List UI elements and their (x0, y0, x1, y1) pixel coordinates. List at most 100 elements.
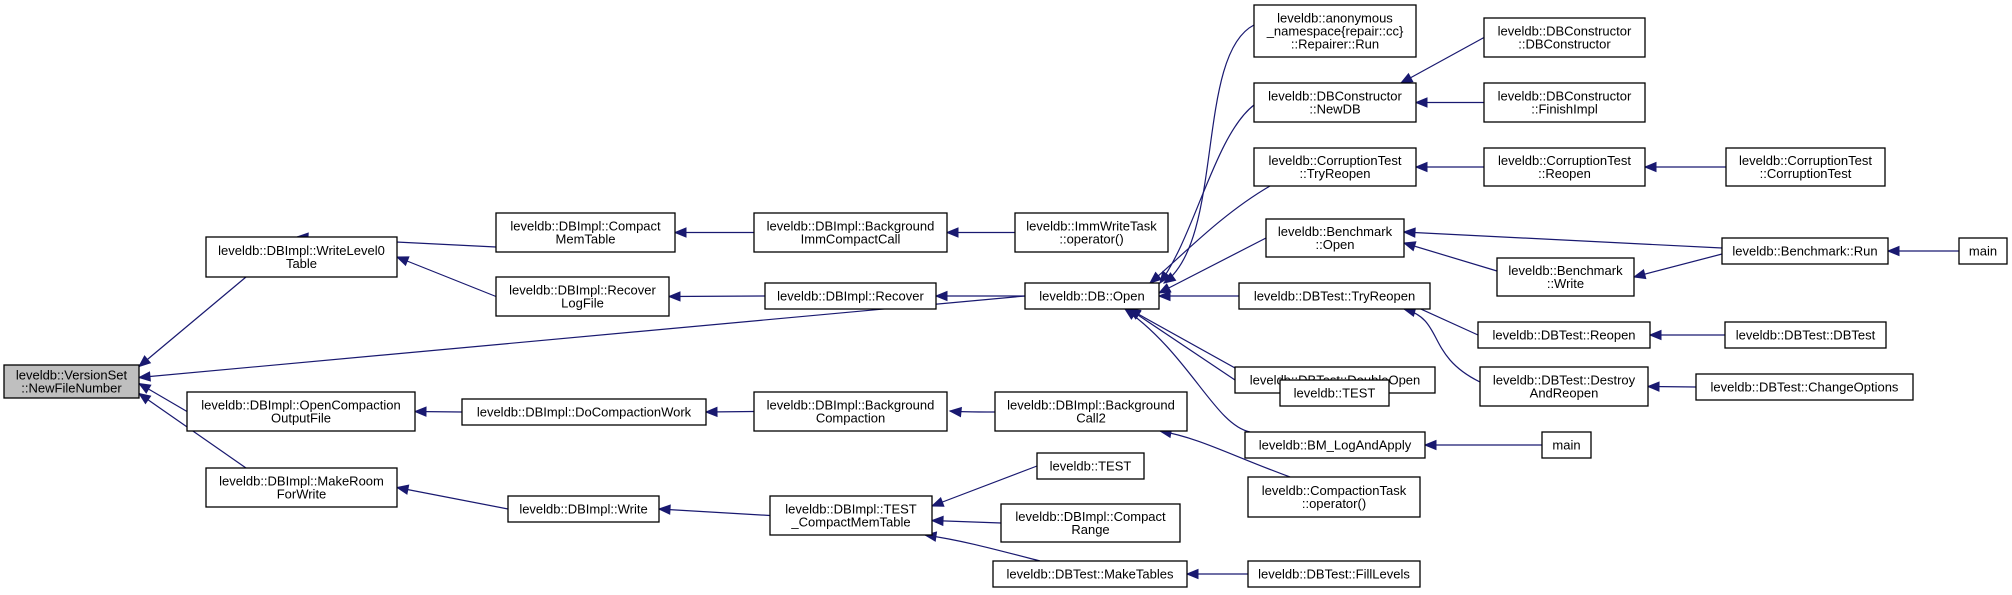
node-box[interactable] (461, 398, 707, 426)
node-box[interactable] (994, 391, 1188, 432)
node-box[interactable] (1036, 452, 1145, 480)
node-box[interactable] (1000, 503, 1181, 543)
graph-node[interactable]: main (1541, 431, 1592, 459)
edge-arrowhead (137, 382, 152, 394)
graph-node[interactable]: leveldb::CompactionTask::operator() (1247, 476, 1421, 518)
node-box[interactable] (1244, 431, 1426, 459)
graph-node[interactable]: leveldb::CorruptionTest::Reopen (1483, 147, 1646, 187)
node-box[interactable] (495, 212, 676, 253)
graph-node[interactable]: leveldb::Benchmark::Write (1496, 257, 1635, 297)
graph-node[interactable]: leveldb::TEST (1036, 452, 1145, 480)
edge-arrowhead (1402, 227, 1416, 238)
node-box[interactable] (1483, 147, 1646, 187)
node-box[interactable] (1483, 17, 1646, 58)
node-box[interactable] (205, 467, 398, 508)
graph-node[interactable]: leveldb::DBImpl::DoCompactionWork (461, 398, 707, 426)
graph-node[interactable]: leveldb::ImmWriteTask::operator() (1014, 212, 1169, 253)
graph-node[interactable]: leveldb::DBTest::TryReopen (1238, 282, 1431, 310)
node-box[interactable] (507, 495, 660, 523)
node-box[interactable] (1541, 431, 1592, 459)
node-root[interactable]: leveldb::VersionSet::NewFileNumber (3, 364, 140, 399)
edge-arrowhead (704, 406, 718, 418)
node-box[interactable] (1253, 82, 1417, 123)
edge-arrowhead (413, 406, 427, 417)
node-box[interactable] (205, 236, 398, 278)
graph-node[interactable]: leveldb::DBImpl::Recover (764, 282, 937, 310)
node-box[interactable] (1253, 147, 1417, 187)
edge-arrowhead (1646, 381, 1660, 392)
node-label: ::Open (1315, 237, 1354, 252)
graph-node[interactable]: leveldb::DBConstructor::DBConstructor (1483, 17, 1646, 58)
node-box[interactable] (1247, 560, 1421, 588)
graph-node[interactable]: leveldb::CorruptionTest::TryReopen (1253, 147, 1417, 187)
node-box[interactable] (764, 282, 937, 310)
graph-node[interactable]: leveldb::anonymous_namespace{repair::cc}… (1253, 4, 1417, 58)
graph-node[interactable]: leveldb::DBImpl::OpenCompactionOutputFil… (186, 391, 416, 432)
node-box[interactable] (1253, 4, 1417, 58)
graph-node[interactable]: leveldb::DBImpl::Write (507, 495, 660, 523)
graph-node[interactable]: leveldb::DBTest::DBTest (1724, 321, 1887, 349)
node-box[interactable] (1724, 321, 1887, 349)
node-label: leveldb::CorruptionTest (1269, 153, 1402, 168)
graph-node[interactable]: leveldb::Benchmark::Open (1265, 218, 1405, 258)
graph-node[interactable]: leveldb::CorruptionTest::CorruptionTest (1725, 147, 1886, 187)
node-box[interactable] (1238, 282, 1431, 310)
node-box[interactable] (1479, 366, 1649, 407)
node-label: Range (1071, 522, 1109, 537)
node-label: ::operator() (1059, 232, 1123, 247)
graph-node[interactable]: leveldb::TEST (1279, 379, 1390, 407)
graph-node[interactable]: leveldb::DBImpl::BackgroundImmCompactCal… (753, 212, 948, 253)
graph-node[interactable]: leveldb::DBConstructor::FinishImpl (1483, 82, 1646, 123)
edge-line (1158, 237, 1267, 294)
node-box[interactable] (1483, 82, 1646, 123)
node-box[interactable] (1721, 237, 1889, 265)
node-box[interactable] (186, 391, 416, 432)
graph-node[interactable]: leveldb::DBConstructor::NewDB (1253, 82, 1417, 123)
node-box[interactable] (1024, 282, 1160, 310)
node-box[interactable] (3, 364, 140, 399)
edge-line (396, 256, 497, 298)
node-label: leveldb::CompactionTask (1262, 483, 1407, 498)
graph-node[interactable]: leveldb::DBTest::MakeTables (992, 560, 1188, 588)
node-label: leveldb::TEST (1050, 459, 1132, 474)
graph-node[interactable]: leveldb::DBTest::FillLevels (1247, 560, 1421, 588)
node-box[interactable] (1725, 147, 1886, 187)
node-label: leveldb::DBConstructor (1498, 24, 1632, 39)
node-box[interactable] (1247, 476, 1421, 518)
graph-node[interactable]: leveldb::DBTest::Reopen (1477, 321, 1651, 349)
node-label: leveldb::DBTest::MakeTables (1007, 567, 1174, 582)
graph-node[interactable]: leveldb::DBImpl::TEST_CompactMemTable (769, 495, 933, 536)
graph-node[interactable]: leveldb::DBTest::ChangeOptions (1695, 373, 1914, 401)
node-box[interactable] (1496, 257, 1635, 297)
node-box[interactable] (769, 495, 933, 536)
graph-node[interactable]: leveldb::Benchmark::Run (1721, 237, 1889, 265)
graph-node[interactable]: leveldb::DB::Open (1024, 282, 1160, 310)
graph-node[interactable]: main (1958, 237, 2008, 265)
node-box[interactable] (1014, 212, 1169, 253)
node-box[interactable] (1279, 379, 1390, 407)
node-box[interactable] (1958, 237, 2008, 265)
node-box[interactable] (992, 560, 1188, 588)
graph-node[interactable]: leveldb::BM_LogAndApply (1244, 431, 1426, 459)
edge-n34-to-n33 (395, 484, 509, 510)
edge-n9-to-n7 (1159, 104, 1255, 285)
node-box[interactable] (1265, 218, 1405, 258)
edge-line (931, 519, 1002, 524)
graph-node[interactable]: leveldb::DBImpl::CompactMemTable (495, 212, 676, 253)
node-box[interactable] (753, 212, 948, 253)
node-label: leveldb::DBImpl::Write (519, 502, 647, 517)
node-box[interactable] (495, 276, 670, 317)
node-box[interactable] (753, 391, 948, 432)
edge-arrowhead (137, 392, 152, 405)
node-label: leveldb::DBImpl::Background (767, 398, 935, 413)
node-box[interactable] (1695, 373, 1914, 401)
node-box[interactable] (1477, 321, 1651, 349)
